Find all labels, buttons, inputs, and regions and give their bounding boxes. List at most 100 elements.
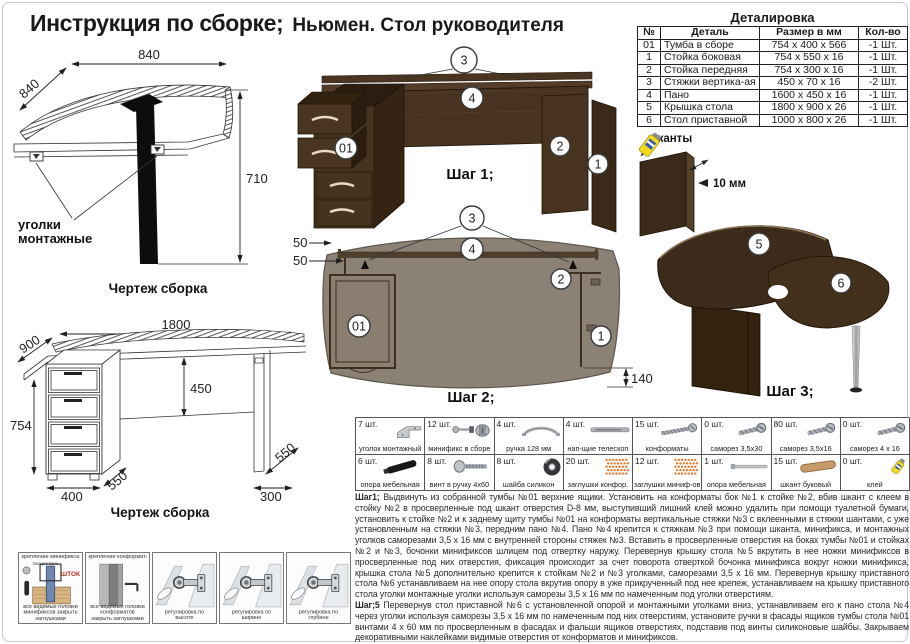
step5-paragraph: Шаг;5 Перевернув стол приставной №6 с ус… bbox=[355, 600, 909, 643]
tip-caption: регулировка по ширине bbox=[231, 610, 272, 622]
hardware-cell: 1 шт.опора мебельная bbox=[702, 454, 771, 490]
table-notch bbox=[768, 285, 788, 299]
hardware-qty: 12 шт. bbox=[635, 455, 659, 466]
dim-10mm: 10 мм bbox=[713, 178, 746, 190]
parts-table-title: Деталировка bbox=[730, 10, 815, 25]
tip-heading: крепление конформатами bbox=[88, 554, 147, 560]
hardware-label: опора мебельная bbox=[360, 480, 420, 489]
drawing-side-caption: Чертеж сборка bbox=[109, 281, 208, 296]
dim-840-top: 840 bbox=[138, 47, 160, 62]
step2-caption: Шаг 2; bbox=[447, 389, 494, 406]
callout-panel: 4 bbox=[460, 86, 484, 110]
step1-caption: Шаг 1; bbox=[446, 166, 493, 183]
dim-550-cab: 550 bbox=[104, 468, 130, 493]
hardware-qty: 4 шт. bbox=[565, 419, 585, 429]
hardware-qty: 20 шт. bbox=[565, 455, 590, 466]
pedestal bbox=[691, 303, 761, 397]
hardware-cell: 6 шт.опора мебельная bbox=[356, 454, 425, 490]
hardware-cell: 0 шт.саморез 4 x 16 bbox=[840, 418, 909, 454]
dim-400: 400 bbox=[61, 489, 83, 504]
minifix-icon bbox=[451, 420, 493, 440]
callout-ties: 3 bbox=[459, 205, 485, 231]
leg-panel-lines bbox=[253, 350, 271, 473]
desktop-lines bbox=[23, 345, 307, 381]
tip-caption: регулировка по высоте bbox=[164, 610, 205, 622]
callout-side-table: 6 bbox=[830, 272, 852, 294]
svg-text:01: 01 bbox=[352, 320, 366, 334]
callout-3-leaders bbox=[368, 225, 570, 263]
svg-text:5: 5 bbox=[756, 238, 763, 252]
hinge-icon bbox=[221, 554, 282, 613]
svg-text:2: 2 bbox=[557, 140, 564, 154]
step3-caption: Шаг 3; bbox=[766, 383, 813, 400]
hardware-label: заглушки конфор. bbox=[567, 480, 629, 489]
cabinet-topview bbox=[329, 258, 396, 373]
dim-1800: 1800 bbox=[162, 317, 191, 332]
hardware-cell: 12 шт.заглушки миниф-ов bbox=[633, 454, 702, 490]
hardware-cell: 4 шт.ручка 128 мм bbox=[494, 418, 563, 454]
hardware-label: шайба силикон bbox=[502, 480, 555, 489]
hardware-label: ручка 128 мм bbox=[506, 443, 552, 453]
callout-panel: 4 bbox=[460, 237, 484, 261]
confirmat-section-icon bbox=[87, 562, 148, 608]
step1-label: Шаг1; bbox=[355, 492, 380, 502]
hardware-qty: 15 шт. bbox=[635, 419, 659, 429]
hardware-cell: 15 шт.конформаты bbox=[633, 418, 702, 454]
hardware-cell: 80 шт.саморез 3,5x16 bbox=[771, 418, 840, 454]
hardware-label: саморез 3,5x30 bbox=[710, 443, 763, 453]
tip-panel: регулировка по глубине bbox=[286, 552, 351, 624]
dim-140-ticks bbox=[583, 367, 633, 388]
dim-754: 754 bbox=[10, 418, 32, 433]
cabinet-foot-right bbox=[89, 473, 100, 481]
tip-note: ШТОК bbox=[60, 571, 80, 578]
svg-text:4: 4 bbox=[469, 243, 476, 257]
tip-heading: крепление минификсами bbox=[21, 554, 80, 560]
hardware-label: уголок монтажный bbox=[358, 443, 422, 453]
column-header: № bbox=[637, 26, 661, 40]
dim-10mm-line bbox=[689, 159, 709, 171]
hardware-cell: 20 шт. заглушки конфор. bbox=[563, 454, 632, 490]
step5-label: Шаг;5 bbox=[355, 599, 380, 610]
svg-text:3: 3 bbox=[469, 212, 476, 226]
step5-text: Перевернув стол приставной №6 с установл… bbox=[355, 599, 909, 643]
step3-drawing: 5 6 Шаг 3; bbox=[657, 225, 890, 400]
washer-icon bbox=[520, 457, 562, 477]
assembly-instructions: Шаг1; Выдвинуть из собранной тумбы №01 в… bbox=[355, 492, 909, 643]
cabinet-top bbox=[44, 349, 122, 365]
hardware-cell: 15 шт.шкант буковый bbox=[771, 454, 840, 490]
cabinet-drawers bbox=[48, 367, 100, 474]
callout-3-leaders bbox=[403, 68, 533, 81]
hardware-label: саморез 3,5x16 bbox=[779, 443, 832, 453]
mount-bracket-right-arrow bbox=[154, 147, 161, 152]
dim-300: 300 bbox=[260, 489, 282, 504]
desktop-edge-band bbox=[19, 84, 233, 141]
callout-side-stand: 1 bbox=[590, 325, 612, 347]
hardware-label: винт в ручку 4x60 bbox=[429, 480, 490, 489]
step1-paragraph: Шаг1; Выдвинуть из собранной тумбы №01 в… bbox=[355, 492, 909, 600]
tip-caption: все видимые головки конформатов закрыть … bbox=[90, 604, 145, 622]
step1-drawing: 3 4 2 1 01 Шаг 1; bbox=[297, 46, 617, 233]
tip-panel: регулировка по ширине bbox=[219, 552, 284, 624]
leg-column bbox=[136, 101, 158, 264]
plugs-icon bbox=[589, 457, 631, 477]
bracket-icon bbox=[381, 420, 423, 440]
dowels-note-drawing: шканты 10 мм bbox=[638, 132, 746, 237]
hardware-label: саморез 4 x 16 bbox=[849, 443, 900, 453]
rod-icon bbox=[728, 457, 770, 477]
leg-foot bbox=[850, 387, 862, 393]
hardware-label: нап-щие телескоп bbox=[567, 443, 629, 453]
hardware-cell: 0 шт.клей bbox=[840, 454, 909, 490]
svg-text:01: 01 bbox=[339, 142, 353, 156]
confirmat-icon bbox=[658, 420, 700, 440]
hardware-qty: 12 шт. bbox=[427, 419, 452, 429]
tip-note-secondary: Эксцентрик bbox=[32, 561, 58, 567]
